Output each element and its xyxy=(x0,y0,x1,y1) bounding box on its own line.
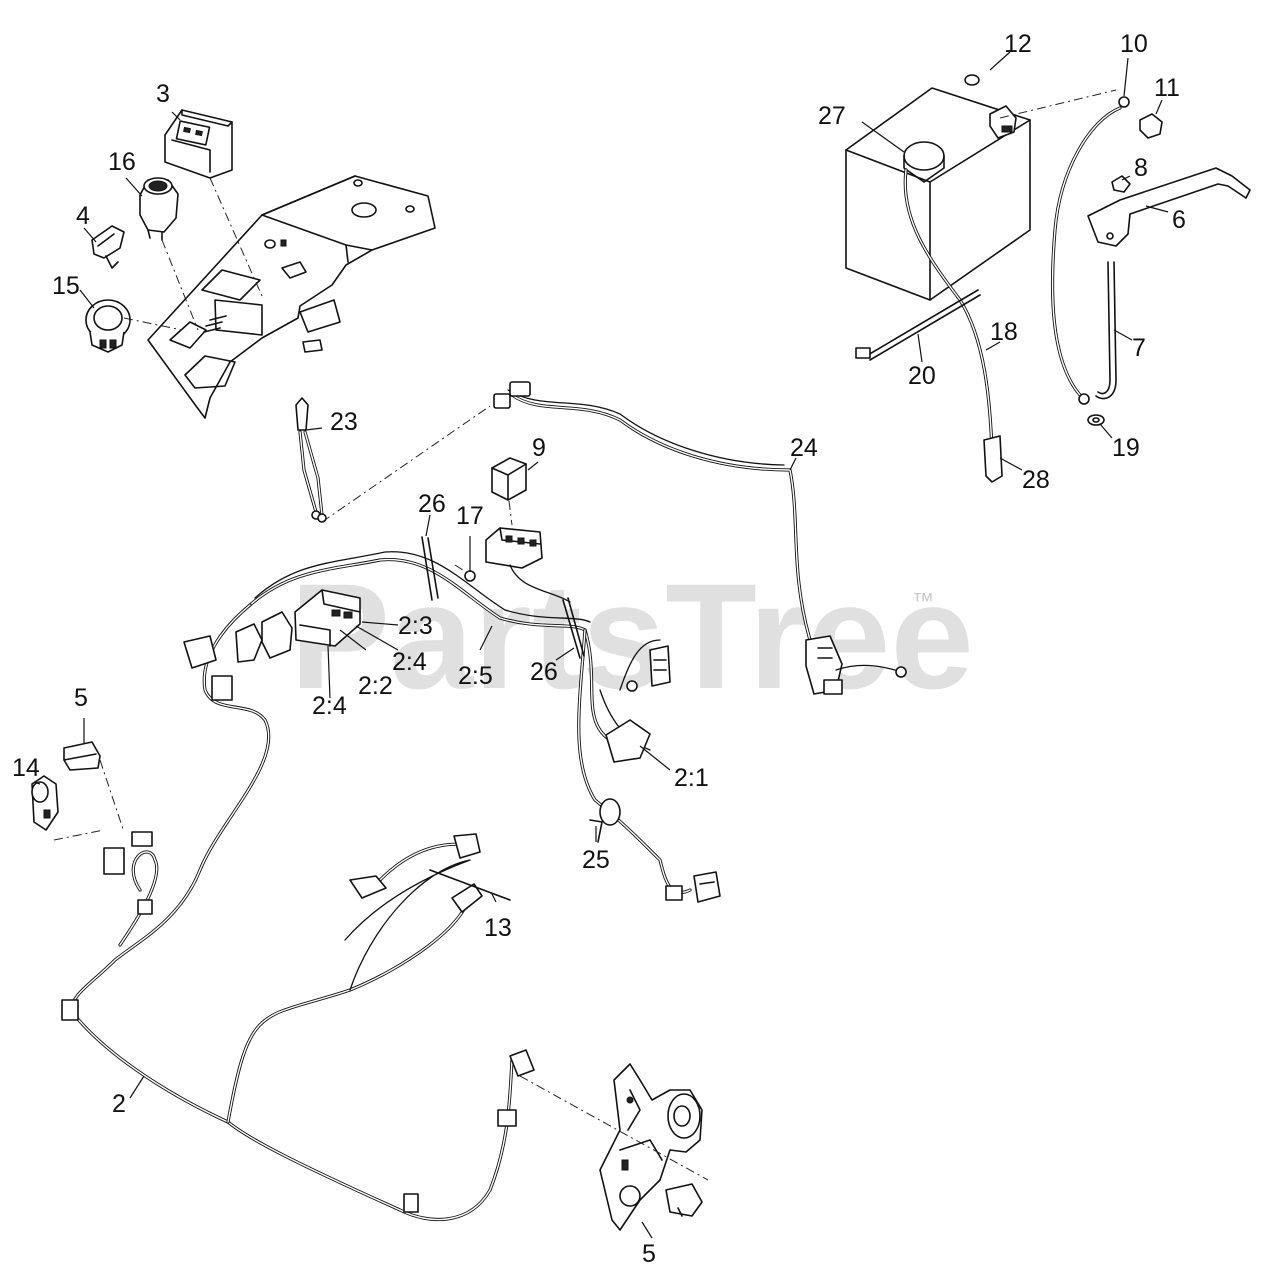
harness-24 xyxy=(493,381,907,695)
callout-5-upper: 5 xyxy=(74,684,88,712)
switch-5-lower xyxy=(665,1183,703,1217)
callout-26-left: 26 xyxy=(418,490,446,518)
clip-25 xyxy=(589,798,621,843)
callout-7: 7 xyxy=(1132,334,1146,362)
bolt-11 xyxy=(1139,113,1163,139)
ignition-switch xyxy=(85,299,131,353)
dash-line-9 xyxy=(508,500,513,526)
j-bolt xyxy=(1095,261,1117,400)
callout-9: 9 xyxy=(532,434,546,462)
callout-19: 19 xyxy=(1112,434,1140,462)
harness-13 xyxy=(349,833,511,913)
washer-19 xyxy=(1087,414,1105,426)
ignition-key xyxy=(91,225,125,269)
callout-12: 12 xyxy=(1004,30,1032,58)
callout-2-3: 2:3 xyxy=(398,612,433,640)
tie-26-right xyxy=(562,597,585,659)
dash-line-17 xyxy=(454,564,467,573)
fuse-block xyxy=(294,589,361,647)
switch-5-upper xyxy=(63,741,101,771)
callout-2-1: 2:1 xyxy=(674,764,709,792)
callout-8: 8 xyxy=(1134,154,1148,182)
dash-panel xyxy=(147,175,436,419)
battery xyxy=(845,87,1031,301)
dash-line-5-lower xyxy=(519,1075,709,1181)
callout-28: 28 xyxy=(1022,466,1050,494)
callout-14: 14 xyxy=(12,754,40,782)
harness-connectors-left-side xyxy=(61,831,153,1021)
watermark-text: PartsTree xyxy=(290,552,974,720)
leader-lines xyxy=(33,51,1169,1239)
connector-bottom-harness xyxy=(403,1049,535,1213)
callout-3: 3 xyxy=(156,80,170,108)
callout-15: 15 xyxy=(52,272,80,300)
callout-26-right: 26 xyxy=(530,658,558,686)
sensor-14 xyxy=(31,775,59,831)
callout-25: 25 xyxy=(582,846,610,874)
callout-labels: 3 16 4 15 23 9 26 17 24 2:3 2:4 2:2 2:4 … xyxy=(12,30,1186,1268)
callout-23: 23 xyxy=(330,408,358,436)
callout-16: 16 xyxy=(108,148,136,176)
dash-line-23 xyxy=(321,405,491,523)
callout-13: 13 xyxy=(484,914,512,942)
connector-lower-right xyxy=(665,871,721,903)
relay xyxy=(491,457,527,501)
hold-down-bracket xyxy=(1087,167,1251,247)
nut-17 xyxy=(464,570,476,582)
callout-2-4-lower: 2:4 xyxy=(312,692,347,720)
small-harness xyxy=(295,397,327,523)
callout-2-2: 2:2 xyxy=(358,672,393,700)
pedal-bracket xyxy=(599,1063,703,1231)
relay-socket xyxy=(485,527,571,603)
bolt-12 xyxy=(964,74,980,86)
dash-line-16 xyxy=(161,239,199,331)
callout-27: 27 xyxy=(818,102,846,130)
bolt-8 xyxy=(1111,175,1131,193)
callout-2-5: 2:5 xyxy=(458,662,493,690)
callout-17: 17 xyxy=(456,502,484,530)
dash-line-3 xyxy=(209,177,263,297)
rocker-switch xyxy=(139,177,179,241)
callout-24: 24 xyxy=(790,434,818,462)
tie-26-left xyxy=(421,536,439,601)
callout-20: 20 xyxy=(908,362,936,390)
connector-harness-right xyxy=(605,645,671,763)
callout-4: 4 xyxy=(76,202,90,230)
callout-10: 10 xyxy=(1120,30,1148,58)
watermark-trademark: ™ xyxy=(912,588,934,613)
display-module xyxy=(164,109,233,179)
callout-11: 11 xyxy=(1154,74,1180,102)
callout-2: 2 xyxy=(112,1090,126,1118)
callout-6: 6 xyxy=(1172,206,1186,234)
tie-strap-20 xyxy=(855,289,981,361)
dash-line-5-upper xyxy=(99,759,125,833)
dash-line-battery xyxy=(999,89,1117,119)
negative-cable xyxy=(1050,96,1130,405)
callout-2-4-upper: 2:4 xyxy=(392,648,427,676)
callout-5-lower: 5 xyxy=(642,1240,656,1268)
dash-line-14 xyxy=(53,829,105,841)
connector-harness-left xyxy=(183,611,293,701)
callout-18: 18 xyxy=(990,318,1018,346)
